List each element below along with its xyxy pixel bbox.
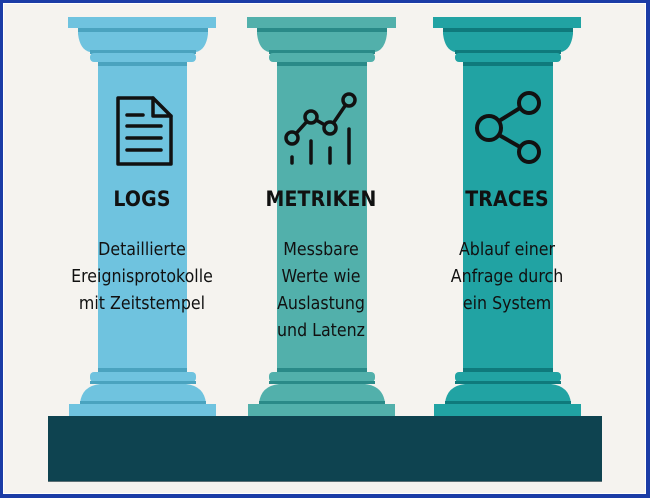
- pillar-description-metriken: Messbare Werte wie Auslastung und Latenz: [224, 236, 418, 344]
- foundation-platform: [48, 416, 602, 482]
- share-nodes-icon: [475, 91, 541, 164]
- description-line: ein System: [462, 293, 552, 314]
- description-line: und Latenz: [276, 320, 365, 341]
- pillar-title-logs: LOGS: [113, 187, 171, 211]
- pillar-title-metriken: METRIKEN: [265, 187, 377, 211]
- document-icon: [116, 96, 173, 166]
- description-line: Werte wie: [281, 266, 361, 287]
- pillar-title-traces: TRACES: [465, 187, 549, 211]
- pillar-traces-shape: [433, 17, 581, 416]
- description-line: Messbare: [283, 239, 359, 260]
- pillar-description-traces: Ablauf einer Anfrage durch ein System: [410, 236, 604, 317]
- pillar-logs-shape: [68, 17, 216, 416]
- description-line: Auslastung: [277, 293, 365, 314]
- description-line: mit Zeitstempel: [78, 293, 206, 314]
- description-line: Ereignisprotokolle: [71, 266, 213, 287]
- description-line: Anfrage durch: [450, 266, 564, 287]
- description-line: Detaillierte: [98, 239, 186, 260]
- pillar-description-logs: Detaillierte Ereignisprotokolle mit Zeit…: [45, 236, 239, 317]
- pillar-metriken-shape: [247, 17, 396, 416]
- line-chart-icon: [284, 92, 357, 165]
- description-line: Ablauf einer: [458, 239, 556, 260]
